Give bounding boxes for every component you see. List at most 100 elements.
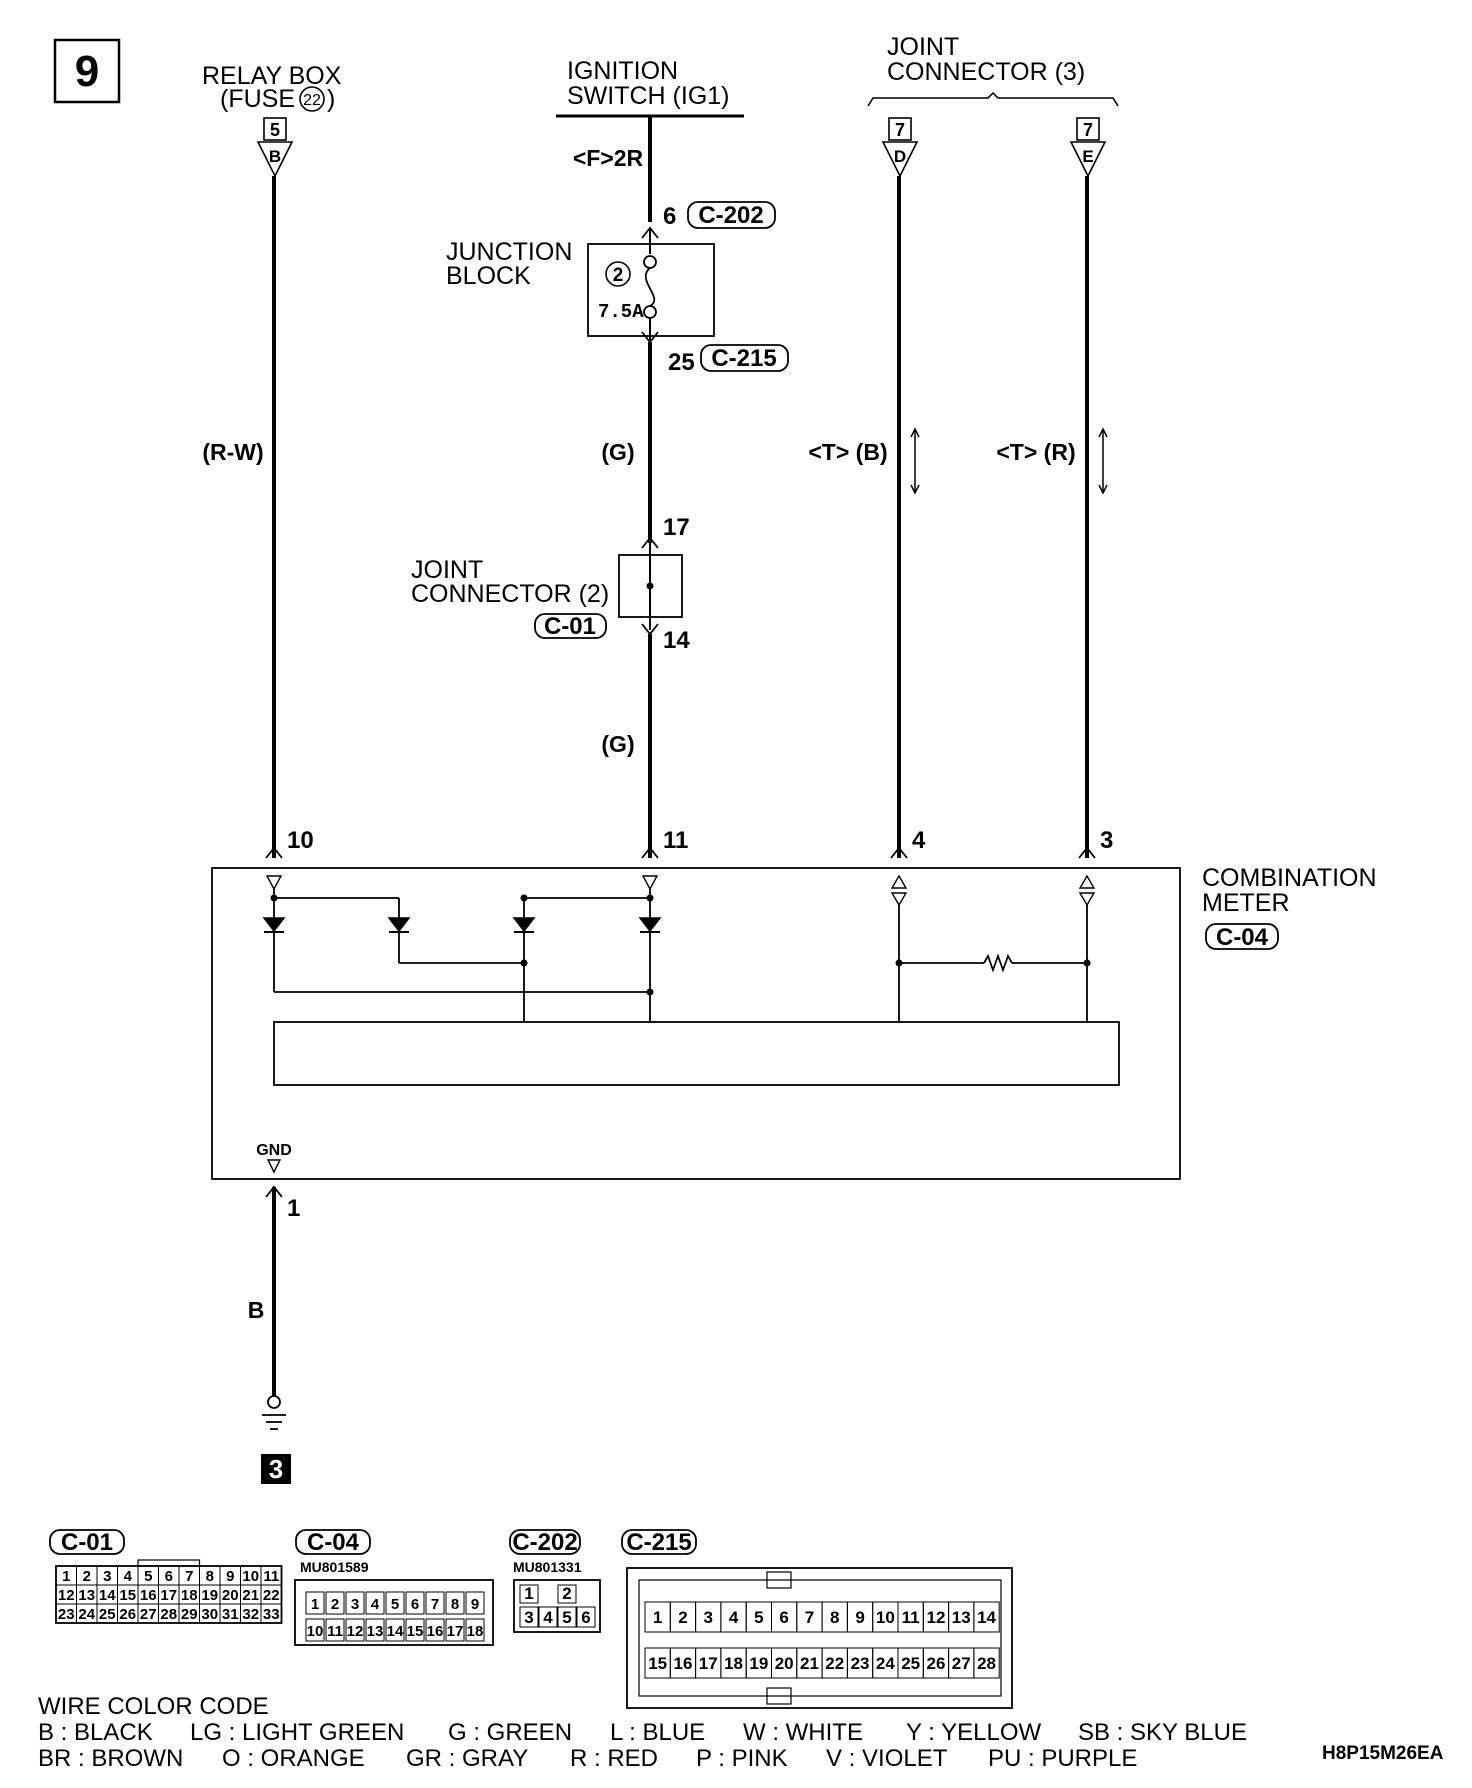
conn-c04-pin: 12 — [347, 1623, 364, 1640]
pin-marker-4 — [890, 846, 908, 859]
node-1 — [270, 894, 278, 902]
conn-c04-pin: 4 — [371, 1596, 380, 1613]
conn-c215-pin: 10 — [876, 1608, 895, 1627]
conn-c215-pin: 3 — [704, 1608, 713, 1627]
conn-c215-pin: 22 — [825, 1654, 844, 1673]
legend-entry: LG : LIGHT GREEN — [190, 1719, 404, 1746]
pin-17: 17 — [663, 514, 690, 541]
conn-c04-cell — [305, 1591, 325, 1615]
jc2-node — [646, 582, 654, 590]
conn-c04-pin: 13 — [367, 1623, 384, 1640]
conn-c04-cell — [405, 1618, 425, 1642]
conn-c01-pin: 22 — [263, 1587, 280, 1604]
conn-c01-pin: 6 — [165, 1568, 173, 1585]
conn-c202-cell — [557, 1606, 577, 1628]
ground-point-box — [261, 1454, 291, 1484]
conn-c01-pin: 29 — [181, 1606, 198, 1623]
relay-box-fuse-post: ) — [327, 85, 335, 113]
conn-c01-pin: 15 — [119, 1587, 136, 1604]
gnd-term — [266, 1159, 282, 1174]
conn-c01-pin: 3 — [103, 1568, 111, 1585]
jc3-right-source: 7 E — [1069, 117, 1107, 178]
conn-c202-cell — [519, 1606, 539, 1628]
jc3-left-source: 7 D — [881, 117, 919, 178]
conn-c04-cell — [425, 1618, 445, 1642]
conn-c04-pin: 3 — [351, 1596, 359, 1613]
conn-c215-pin: 25 — [901, 1654, 920, 1673]
fuse-end-top — [643, 255, 657, 269]
conn-c04-pin: 16 — [427, 1623, 444, 1640]
conn-c202-face-tag-text: C-202 — [512, 1529, 577, 1556]
conn-c04-pin: 10 — [307, 1623, 324, 1640]
conn-c04-part: MU801589 — [300, 1559, 369, 1575]
conn-c215-cell — [973, 1647, 1000, 1679]
combination-meter-box — [211, 867, 1181, 1180]
pin-marker-10 — [265, 846, 283, 859]
conn-c01-pin: 9 — [226, 1568, 234, 1585]
relay-box-label: RELAY BOX — [202, 62, 342, 90]
jc3-right-arrow — [1069, 141, 1107, 178]
conn-c04-pin: 18 — [467, 1623, 484, 1640]
relay-conn-letter: B — [269, 147, 281, 166]
gnd-label: GND — [256, 1142, 292, 1159]
conn-c01-pin: 13 — [78, 1587, 95, 1604]
conn-c202-pin: 3 — [524, 1608, 533, 1627]
conn-c01-pin: 26 — [119, 1606, 136, 1623]
conn-c215-tag — [700, 344, 789, 372]
conn-c04-pin: 8 — [451, 1596, 459, 1613]
conn-c202-pin: 1 — [524, 1584, 533, 1603]
conn-c215-pin: 11 — [902, 1608, 920, 1627]
meter-term-4-up — [890, 874, 908, 889]
relay-conn-box — [263, 117, 287, 141]
conn-c215-pin: 6 — [779, 1608, 788, 1627]
conn-c04-pin: 17 — [447, 1623, 464, 1640]
node-2 — [520, 894, 528, 902]
conn-c01-tag — [534, 613, 607, 639]
diode-4 — [638, 917, 662, 933]
conn-c01-pin: 2 — [83, 1568, 91, 1585]
bidirectional-arrow-right — [1098, 427, 1108, 495]
conn-c01-pin: 30 — [201, 1606, 218, 1623]
ignition-tag: <F>2R — [573, 145, 644, 171]
meter-pin-10: 10 — [287, 827, 314, 854]
conn-c04-face-tag — [295, 1529, 371, 1555]
legend-entry: V : VIOLET — [826, 1745, 948, 1772]
node-5 — [646, 988, 654, 996]
conn-c01-pin: 27 — [140, 1606, 157, 1623]
conn-c202-cell — [576, 1606, 596, 1628]
conn-c215-pin: 8 — [830, 1608, 839, 1627]
conn-c01-pin: 5 — [144, 1568, 152, 1585]
conn-c215-pin: 7 — [805, 1608, 814, 1627]
pin-25: 25 — [668, 349, 695, 376]
conn-c202-face-tag — [509, 1529, 581, 1555]
jc3-bracket — [867, 91, 1119, 107]
conn-c215-tag-text: C-215 — [711, 345, 776, 372]
meter-pin-4: 4 — [912, 827, 926, 854]
conn-c01-key — [137, 1559, 201, 1567]
conn-c01-pin: 32 — [242, 1606, 259, 1623]
ignition-label-1: IGNITION — [567, 57, 678, 85]
conn-c215-pin: 26 — [926, 1654, 945, 1673]
conn-c04-cell — [405, 1591, 425, 1615]
conn-c215-pin: 2 — [678, 1608, 687, 1627]
jc2-label-2: CONNECTOR (2) — [411, 580, 609, 608]
conn-c215-pin: 17 — [699, 1654, 718, 1673]
conn-c215-inner — [638, 1579, 1002, 1697]
meter-pin-3: 3 — [1100, 827, 1113, 854]
conn-c01-pin: 12 — [58, 1587, 75, 1604]
conn-c215-pin: 27 — [952, 1654, 971, 1673]
relay-box-fuse-pre: (FUSE — [220, 85, 295, 113]
legend-entry: G : GREEN — [448, 1719, 572, 1746]
conn-c04-pin: 1 — [311, 1596, 319, 1613]
conn-c01-pin: 10 — [242, 1568, 259, 1585]
conn-c04-cell — [465, 1618, 485, 1642]
diode-3 — [512, 917, 536, 933]
wire-label-b: B — [248, 1297, 265, 1323]
conn-c01-face-tag-text: C-01 — [61, 1529, 113, 1556]
conn-c202-pin: 5 — [562, 1608, 571, 1627]
jc3-left-box — [888, 117, 912, 141]
conn-c04-pin: 14 — [387, 1623, 404, 1640]
conn-c04-pin: 6 — [411, 1596, 419, 1613]
conn-c215-pin: 21 — [800, 1654, 819, 1673]
conn-c01-pin: 21 — [242, 1587, 259, 1604]
